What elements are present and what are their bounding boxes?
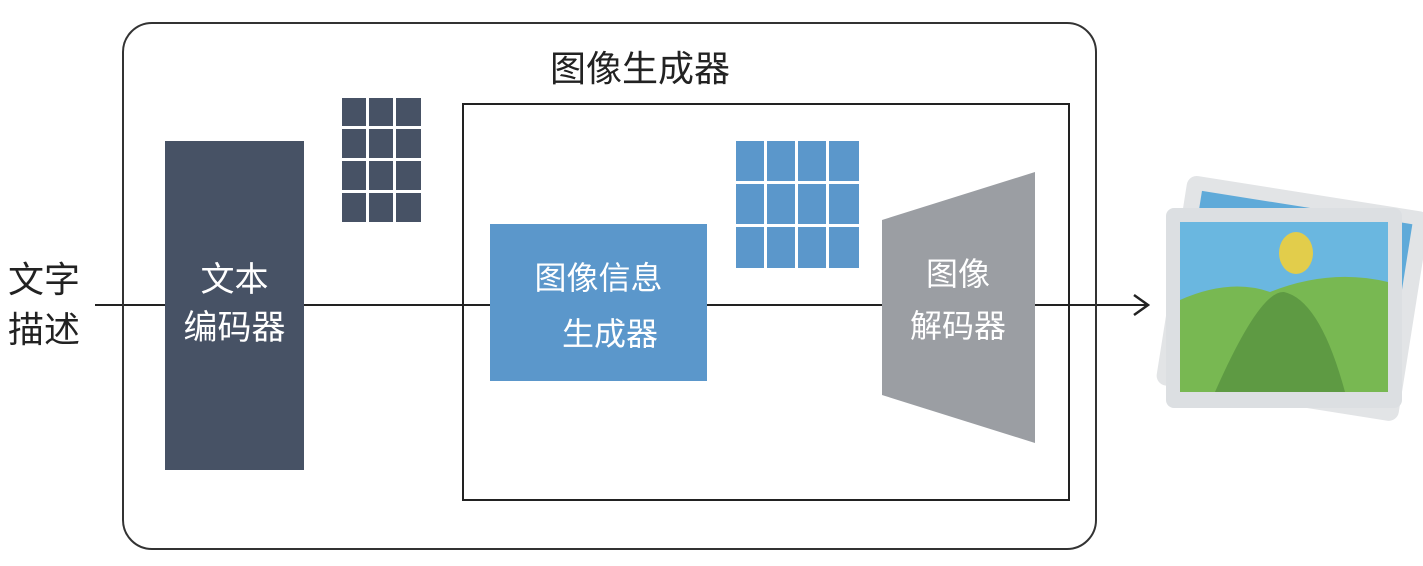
info-creator-line2: 生成器	[562, 315, 659, 353]
image-decoder-label: 图像 解码器	[882, 248, 1034, 352]
input-text-label: 文字 描述	[8, 256, 80, 356]
image-generator-frame	[122, 22, 1097, 550]
info-creator-line1: 图像信息	[534, 259, 663, 297]
image-decoder-shape	[882, 172, 1035, 443]
text-encoder-block	[165, 141, 304, 470]
text-embedding-grid	[342, 98, 421, 222]
diffusion-frame	[462, 103, 1070, 501]
arrow-head-icon	[1133, 293, 1151, 317]
image-decoder-line1: 图像	[925, 255, 990, 293]
input-label-line1: 文字	[8, 260, 81, 301]
latent-grid	[736, 141, 859, 268]
image-info-creator-block	[490, 224, 707, 381]
image-generator-title: 图像生成器	[549, 49, 730, 90]
input-label-line2: 描述	[8, 310, 81, 351]
text-encoder-label: 文本 编码器	[165, 256, 304, 352]
text-encoder-line2: 编码器	[183, 308, 286, 348]
picture-stack-icon	[1156, 175, 1423, 421]
image-decoder-line2: 解码器	[909, 307, 1006, 345]
text-encoder-line1: 文本	[200, 260, 269, 300]
